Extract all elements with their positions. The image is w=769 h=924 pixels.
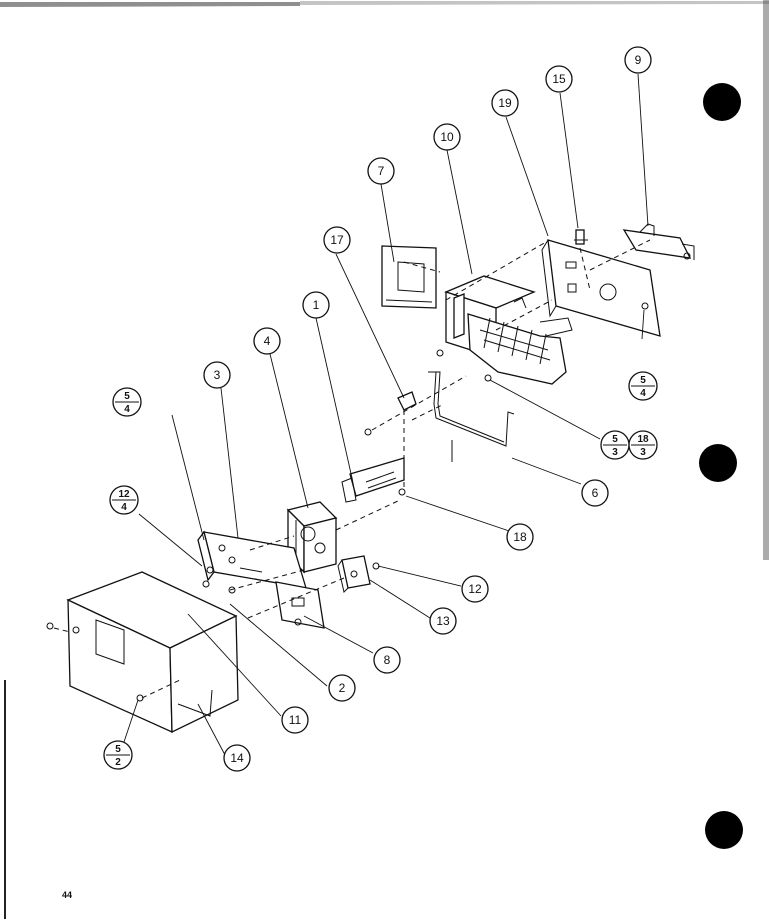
- part-bracket-1: [341, 457, 406, 503]
- part-front-cover-14: [46, 571, 239, 734]
- fraction-5-4-left-top: 5: [124, 391, 130, 402]
- callout-11-label: 11: [289, 713, 302, 727]
- callout-18: 18: [506, 523, 534, 551]
- callout-12: 12: [461, 575, 489, 603]
- callout-14: 14: [223, 744, 251, 772]
- callout-10: 10: [433, 123, 461, 151]
- callout-10-label: 10: [440, 130, 454, 144]
- part-back-plate-19: [541, 239, 661, 337]
- callout-13-label: 13: [436, 614, 450, 628]
- binder-hole-bottom: [705, 811, 743, 849]
- callout-17-label: 17: [330, 233, 344, 247]
- part-panel-7: [381, 245, 437, 309]
- callout-19-label: 19: [498, 96, 512, 110]
- callout-4-label: 4: [264, 334, 271, 348]
- part-wire-arm-6: [428, 371, 515, 462]
- fraction-5-4-right-top: 5: [640, 375, 646, 386]
- callout-15: 15: [545, 65, 573, 93]
- fraction-callout-12-4: 12 4: [109, 485, 139, 515]
- callout-8-label: 8: [384, 653, 391, 667]
- callout-2: 2: [328, 674, 356, 702]
- binder-holes: [699, 83, 743, 849]
- callout-1-label: 1: [313, 298, 320, 312]
- fraction-5-4-left-bottom: 4: [124, 404, 130, 415]
- assembly-lines: [53, 239, 651, 699]
- callout-9: 9: [624, 46, 652, 74]
- callout-14-label: 14: [230, 751, 244, 765]
- part-ice-mold-10: [436, 275, 573, 385]
- callout-8: 8: [373, 646, 401, 674]
- callout-4: 4: [253, 327, 281, 355]
- callout-11: 11: [281, 706, 309, 734]
- callout-9-label: 9: [635, 53, 642, 67]
- callout-18-label: 18: [513, 530, 527, 544]
- fraction-callout-18-3: 18 3: [628, 430, 658, 460]
- callout-13: 13: [429, 607, 457, 635]
- binder-hole-middle: [699, 444, 737, 482]
- leader-lines: [123, 73, 649, 756]
- fraction-18-3-bottom: 3: [640, 447, 646, 458]
- fraction-5-3-bottom: 3: [612, 447, 618, 458]
- fraction-callout-5-4-right: 5 4: [628, 371, 658, 401]
- fraction-12-4-bottom: 4: [121, 502, 127, 513]
- part-clip-15: [574, 229, 588, 245]
- callout-2-label: 2: [339, 681, 346, 695]
- fraction-5-2-top: 5: [115, 744, 121, 755]
- callout-1: 1: [302, 291, 330, 319]
- part-switch-bracket-8: [275, 581, 325, 629]
- part-bracket-17: [364, 391, 417, 436]
- callout-7-label: 7: [378, 164, 385, 178]
- callout-6-label: 6: [592, 486, 599, 500]
- fraction-5-4-right-bottom: 4: [640, 388, 646, 399]
- fraction-callout-5-2: 5 2: [103, 740, 133, 770]
- fraction-5-2-bottom: 2: [115, 757, 121, 768]
- fraction-callout-5-4-left: 5 4: [112, 387, 142, 417]
- callout-7: 7: [367, 157, 395, 185]
- fraction-callout-5-3: 5 3: [600, 430, 630, 460]
- part-bracket-9: [622, 223, 695, 260]
- page-number: 44: [62, 890, 73, 900]
- callout-3-label: 3: [214, 368, 221, 382]
- callout-3: 3: [203, 361, 231, 389]
- fraction-12-4-top: 12: [118, 489, 130, 500]
- callout-6: 6: [581, 479, 609, 507]
- callout-17: 17: [323, 226, 351, 254]
- callout-15-label: 15: [552, 72, 566, 86]
- binder-hole-top: [703, 83, 741, 121]
- fraction-18-3-top: 18: [637, 434, 649, 445]
- fraction-5-3-top: 5: [612, 434, 618, 445]
- callout-12-label: 12: [468, 582, 482, 596]
- part-switch-13: [337, 555, 380, 593]
- callout-19: 19: [491, 89, 519, 117]
